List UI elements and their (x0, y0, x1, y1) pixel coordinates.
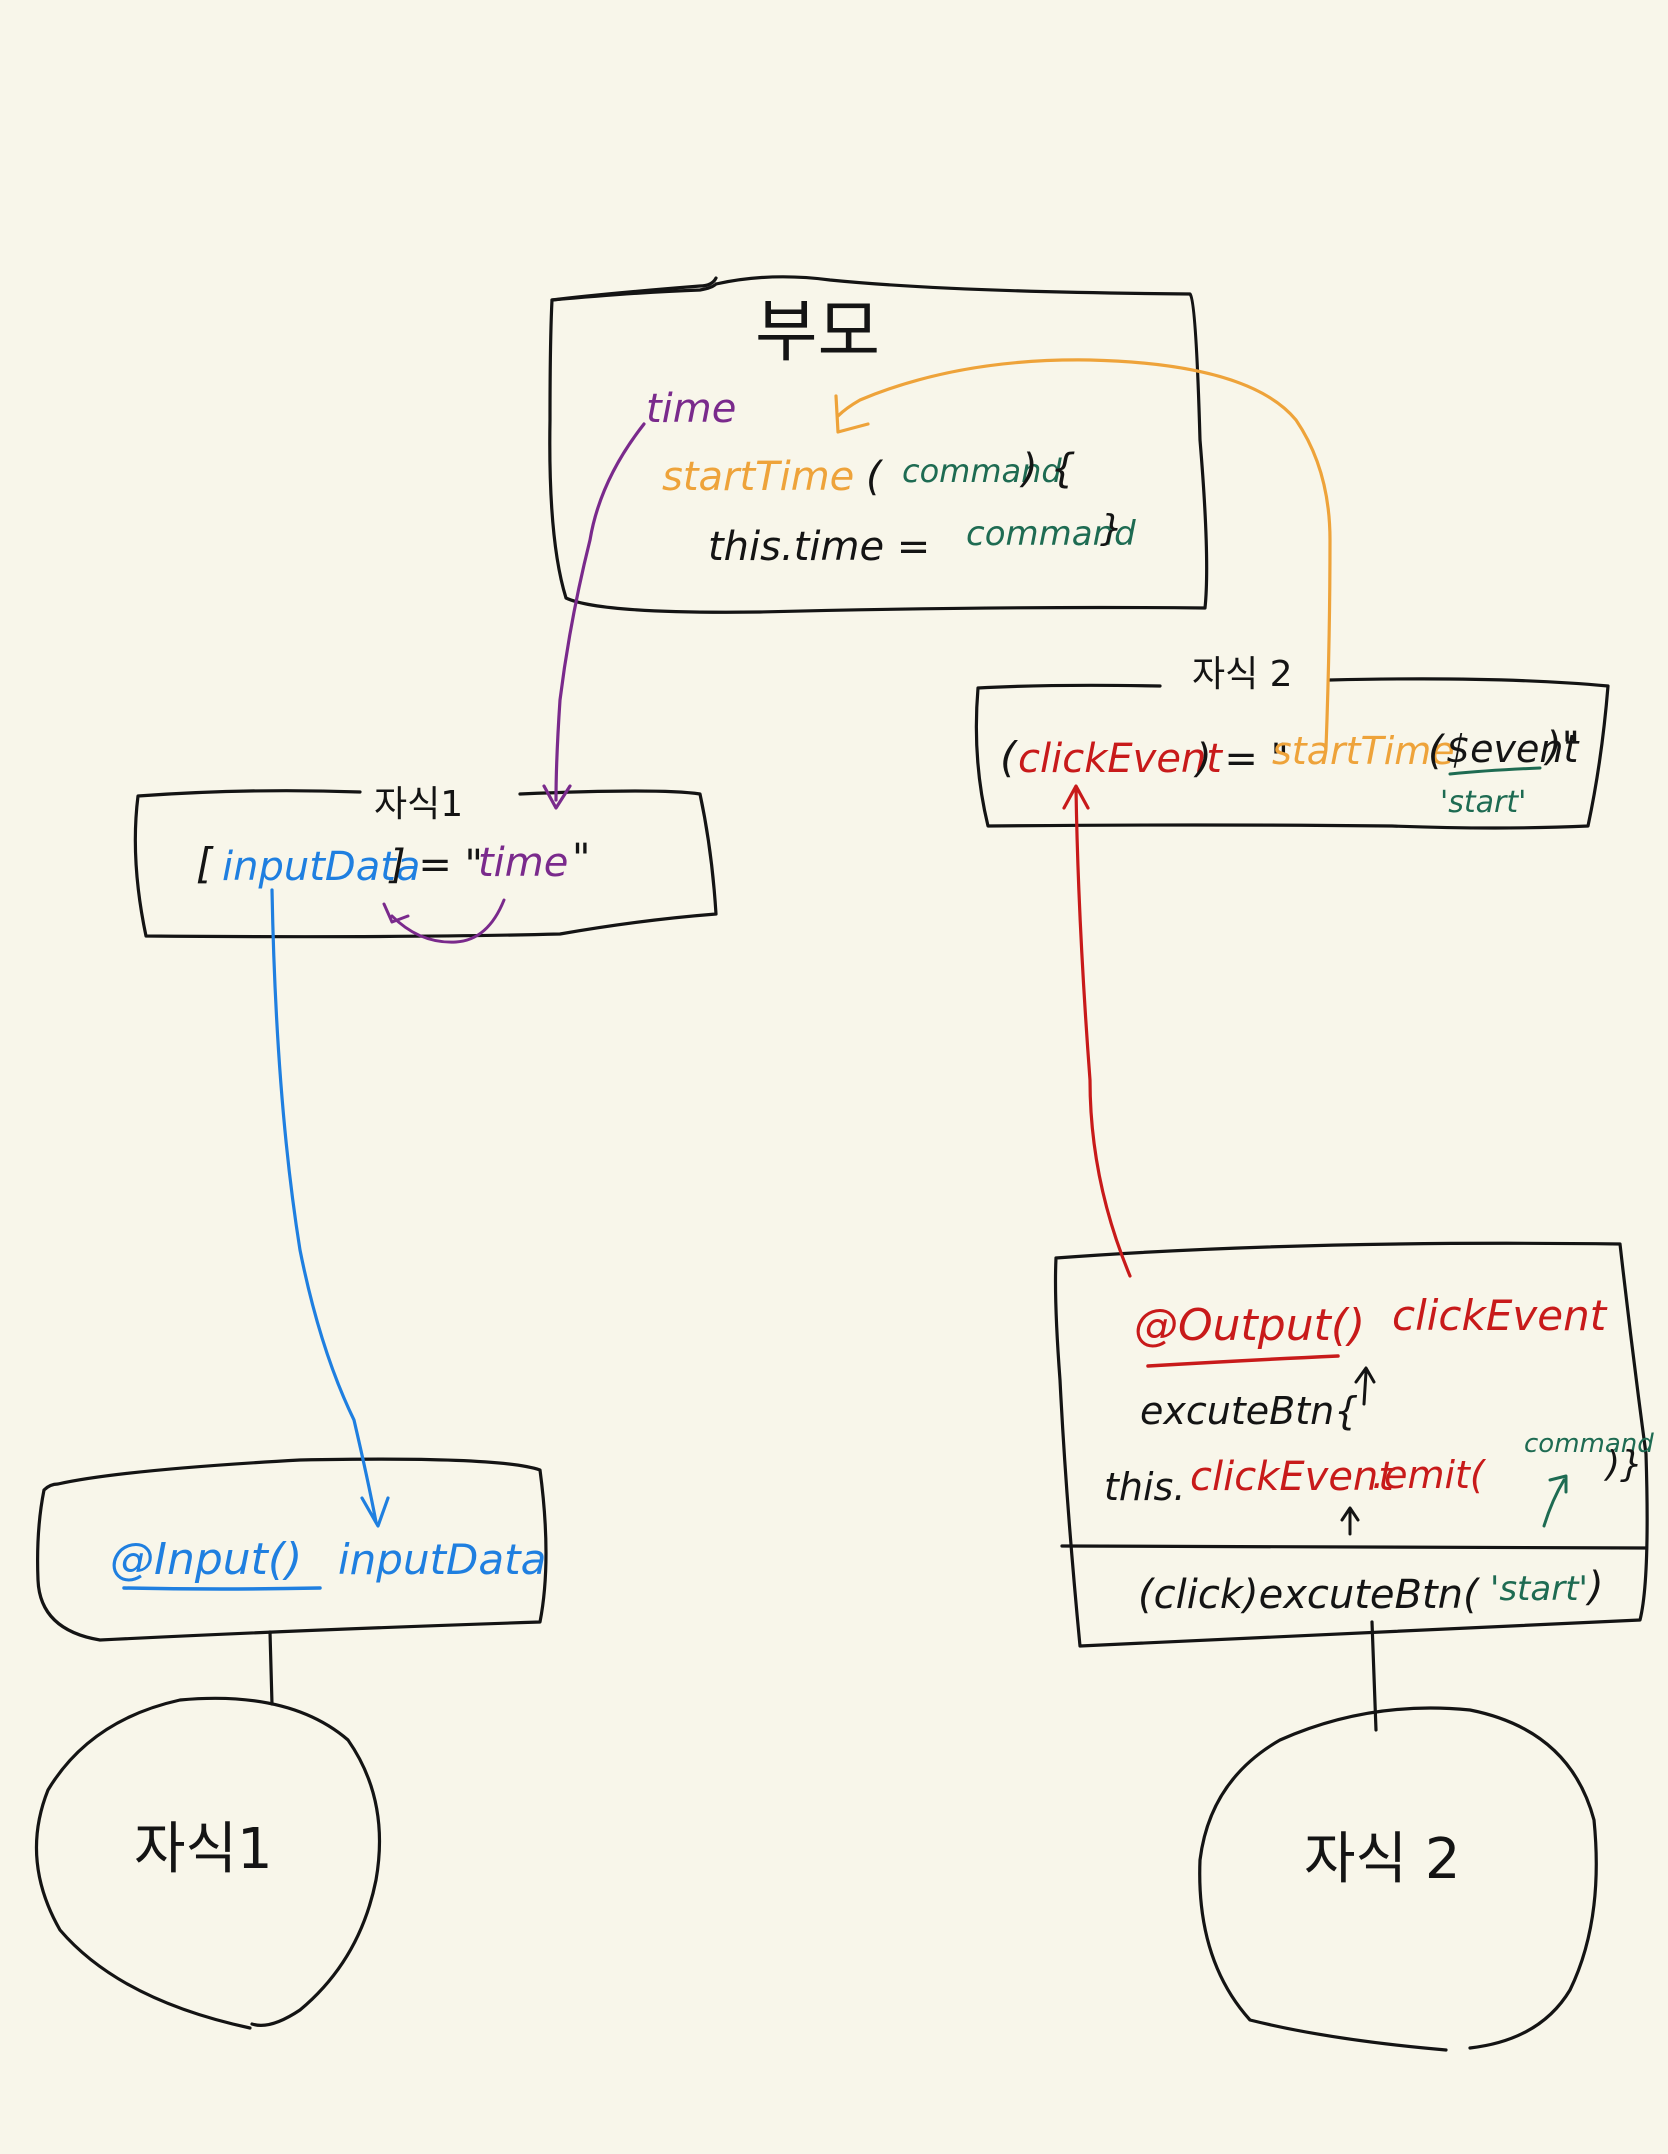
parent-prop-time: time (646, 386, 736, 432)
parent-body-value: command (966, 514, 1136, 554)
red-flow-arrow (1062, 784, 1132, 1278)
up-arrow-2 (1340, 1506, 1360, 1536)
parent-method-paren: ( (866, 454, 884, 500)
purple-loop-arrow (382, 898, 506, 944)
parent-body-suffix: } (1100, 508, 1123, 549)
parent-body-prefix: this.time = (708, 524, 930, 570)
child2-binding-note: 'start' (1440, 785, 1526, 820)
child1-component-box (36, 1457, 548, 1642)
blue-flow-arrow (270, 888, 390, 1528)
child1-binding-equals: ] = " (388, 842, 483, 888)
child1-binding-label: 자식1 (374, 784, 463, 825)
child2-decorator: @Output() (1134, 1300, 1365, 1351)
child2-component-box (1053, 1241, 1649, 1648)
child2-decorator-underline (1146, 1354, 1340, 1368)
child1-connector (268, 1630, 274, 1706)
child2-template-prefix: (click)excuteBtn( (1138, 1572, 1481, 1618)
parent-box-gap-left (550, 276, 718, 302)
child2-connector (1370, 1620, 1378, 1732)
child2-template-close: ) (1585, 1564, 1604, 1610)
child2-emit-close: )} (1603, 1444, 1643, 1485)
parent-method-close: ) { (1019, 446, 1076, 492)
parent-title: 부모 (755, 293, 880, 372)
orange-flow-arrow (834, 358, 1332, 750)
child2-paren-open: ( (1000, 733, 1018, 782)
child1-decorator: @Input() (110, 1534, 302, 1585)
child2-emit-arg: command (1524, 1429, 1654, 1459)
child2-component-divider (1060, 1544, 1648, 1550)
child2-emit-event: clickEvent (1190, 1454, 1395, 1500)
child1-binding-quote-close: " (572, 836, 590, 882)
child1-circle (34, 1696, 382, 2030)
child1-binding-value: time (478, 840, 568, 886)
child2-binding-handler: startTime (1272, 729, 1455, 773)
child1-circle-label: 자식1 (134, 1817, 273, 1882)
child2-circle-label: 자식 2 (1304, 1827, 1460, 1892)
child2-template-arg: 'start' (1490, 1569, 1588, 1609)
child2-arg-underline (1448, 766, 1542, 776)
parent-box (548, 275, 1209, 614)
child2-circle (1198, 1706, 1598, 2052)
child1-component-prop: inputData (338, 1535, 546, 1584)
child1-binding-prop: inputData (222, 844, 420, 890)
child2-method: excuteBtn{ (1140, 1389, 1358, 1433)
child2-emit-prefix: this. (1104, 1465, 1185, 1509)
child2-component-prop: clickEvent (1392, 1291, 1608, 1340)
green-command-arrow (1542, 1474, 1568, 1528)
child2-binding-label: 자식 2 (1192, 654, 1293, 695)
child2-binding-arg: $event (1446, 727, 1581, 771)
child2-binding-equals: ) = " (1193, 736, 1289, 782)
child1-binding-box (133, 789, 718, 939)
parent-method-name: startTime (662, 454, 854, 500)
parent-method-param: command (902, 452, 1062, 490)
child1-decorator-underline (122, 1586, 322, 1591)
child2-binding-event: clickEvent (1018, 736, 1223, 782)
child2-handler-close: )" (1543, 724, 1580, 770)
child2-binding-box (974, 677, 1610, 830)
up-arrow-1 (1354, 1366, 1376, 1406)
purple-flow-arrow (542, 422, 646, 810)
child2-emit-call: .emit( (1372, 1453, 1487, 1497)
child1-bracket-open: [ (196, 839, 214, 888)
child2-handler-paren: ( (1428, 728, 1446, 774)
